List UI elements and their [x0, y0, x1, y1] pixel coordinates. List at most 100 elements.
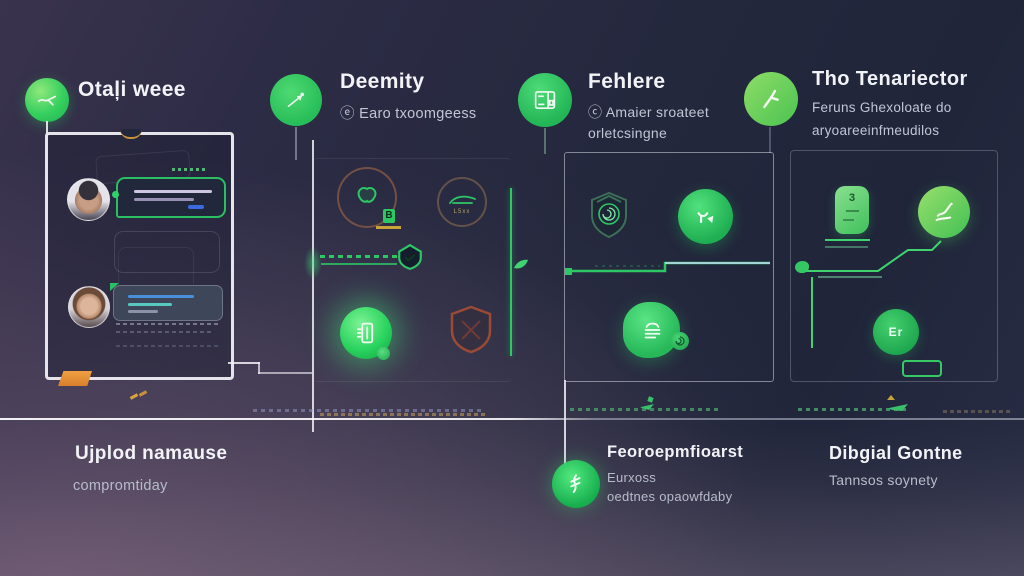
ticker-row: [253, 409, 483, 412]
orange-tick: [129, 393, 139, 400]
avatar: [68, 286, 110, 328]
connector-line: [228, 362, 260, 364]
signature-icon: [928, 196, 960, 228]
bird-icon: [690, 201, 722, 233]
ticker-row: [943, 410, 1013, 413]
label-node: Er: [873, 309, 919, 355]
bird-node: [678, 189, 733, 244]
branch-icon: [755, 83, 787, 115]
warning-shield-icon: [448, 305, 494, 354]
tag-outline-icon: [902, 360, 942, 377]
footer-col3-title: Feoroepmfioarst: [607, 443, 744, 461]
orange-tick: [138, 390, 148, 397]
panel2-left-border: [312, 140, 314, 432]
footer-col4-subtitle: Tannsos soynety: [829, 472, 938, 488]
connector-line: [258, 372, 312, 374]
chat-bubble: [110, 283, 223, 321]
yellow-underline: [376, 226, 401, 229]
step2-title: Deemity: [340, 70, 425, 93]
orange-tag: [58, 371, 92, 386]
security-shield-icon: [587, 190, 631, 240]
contract-panel: [790, 150, 998, 382]
green-glow: [304, 246, 322, 280]
security-panel: [564, 152, 774, 382]
panel-notch: [120, 129, 142, 139]
door-lock-icon: [351, 318, 381, 348]
verification-panel: [313, 158, 511, 382]
tan-tick: [887, 395, 895, 400]
step3-stem: [544, 128, 546, 154]
step1-node: [25, 78, 69, 122]
bubble-accent: [110, 283, 119, 291]
step4-stem: [769, 127, 771, 153]
trend-arrow-icon: [281, 85, 311, 115]
badge: B: [383, 209, 395, 223]
footer-col4-title: Dibgial Gontne: [829, 443, 963, 463]
green-plane-icon: [888, 404, 908, 411]
shield-node-icon: [396, 243, 424, 271]
step2-stem: [295, 127, 297, 160]
step1-title: Otaļi weee: [78, 78, 186, 101]
id-card-icon: [530, 85, 560, 115]
ghost-bubble: [114, 231, 220, 273]
step2-node: [270, 74, 322, 126]
step4-title: Tho Tenariector: [812, 68, 968, 90]
message-line: [134, 190, 212, 193]
key-sketch-icon: L5xx: [437, 177, 487, 227]
message-chip: [188, 205, 204, 209]
message-line: [128, 303, 172, 306]
step4-node: [744, 72, 798, 126]
status-dot: [112, 191, 119, 198]
list-node: [623, 302, 680, 358]
footer-col3-subtitle-line2: oedtnes opaowfdaby: [607, 489, 733, 504]
message-line: [128, 295, 194, 298]
ticker-row: [798, 408, 906, 411]
ticker-row: [320, 413, 485, 416]
blob-mark: [846, 210, 859, 212]
leaf-icon: [513, 258, 529, 271]
number-blob: 3: [835, 186, 869, 234]
list-icon: [637, 315, 667, 345]
message-line: [128, 310, 158, 313]
blob-mark: [843, 219, 854, 221]
panel3-stem-to-circle: [564, 380, 566, 464]
dashed-link: [320, 255, 400, 258]
step4-subtitle-line2: aryoareeinfmeudilos: [812, 123, 940, 138]
heart-blob-icon: [337, 167, 397, 228]
step3-subtitle-line2: orletcsingne: [588, 125, 668, 141]
step3-title: Fehlere: [588, 70, 666, 93]
signature-node: [918, 186, 970, 238]
panel2-right-border: [510, 188, 512, 356]
footer-col1-title: Ujplod namause: [75, 443, 228, 464]
small-swirl-dot: [671, 332, 689, 350]
small-green-dot: [377, 347, 390, 360]
connector-line: [258, 362, 260, 374]
green-plane-icon: [640, 404, 654, 410]
small-green-blob: [795, 261, 809, 273]
ticker-row: [570, 408, 720, 411]
footer-col1-subtitle: compromtiday: [73, 478, 168, 494]
footer-center-node: [552, 460, 600, 508]
typing-marks: [172, 168, 208, 171]
hook-icon: [562, 470, 590, 498]
swoosh-icon: [33, 86, 61, 114]
timeline-divider: [0, 418, 1024, 420]
solid-link: [321, 263, 397, 265]
footer-col3-subtitle-line1: Eurxoss: [607, 470, 657, 485]
blob-number-label: 3: [848, 192, 856, 204]
avatar: [67, 178, 110, 221]
step1-stem: [46, 121, 48, 134]
dotted-text-row: [116, 345, 220, 347]
step4-subtitle-line1: Feruns Ghexoloate do: [812, 100, 952, 115]
step3-node: [518, 73, 572, 127]
dotted-text-row: [116, 323, 220, 325]
dotted-text-row: [116, 331, 212, 333]
chat-bubble: [112, 177, 226, 218]
badge-label: B: [385, 210, 393, 221]
chat-panel: [45, 129, 234, 386]
green-tick: [647, 396, 654, 403]
step2-subtitle: ⓔ Earo txoomgeess: [340, 106, 477, 122]
chip-label: L5xx: [453, 208, 471, 215]
step3-subtitle-line1: ⓒ Amaier sroateet: [588, 104, 710, 120]
